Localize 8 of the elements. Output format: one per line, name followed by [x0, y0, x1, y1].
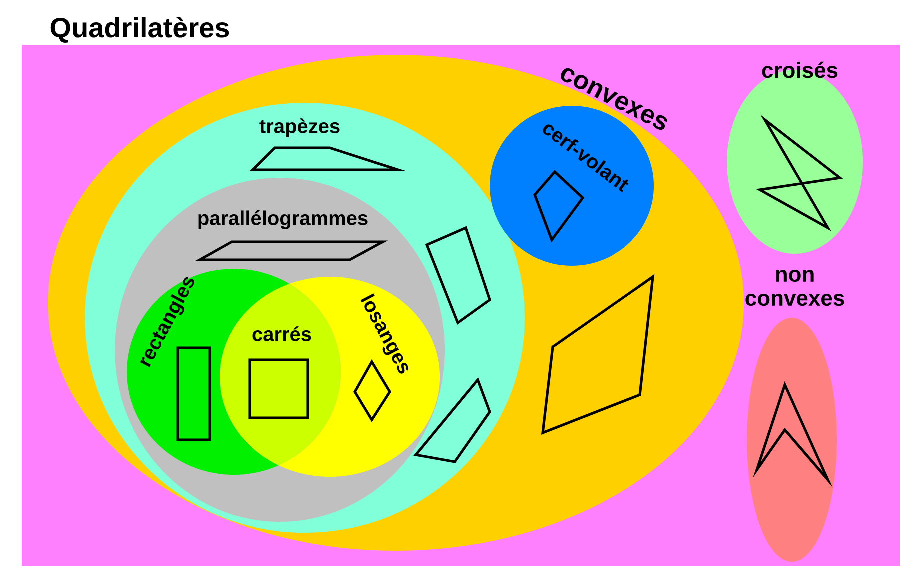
set-label: non convexes [746, 270, 844, 306]
diagram-title: Quadrilatères [50, 16, 230, 44]
set-label: croisés [762, 62, 838, 78]
set-label: trapèzes [260, 118, 340, 138]
intersection-shape [220, 284, 341, 466]
set-label: parallélogrammes [198, 210, 368, 230]
lens-label: carrés [252, 326, 312, 342]
set-ellipse [747, 318, 837, 562]
